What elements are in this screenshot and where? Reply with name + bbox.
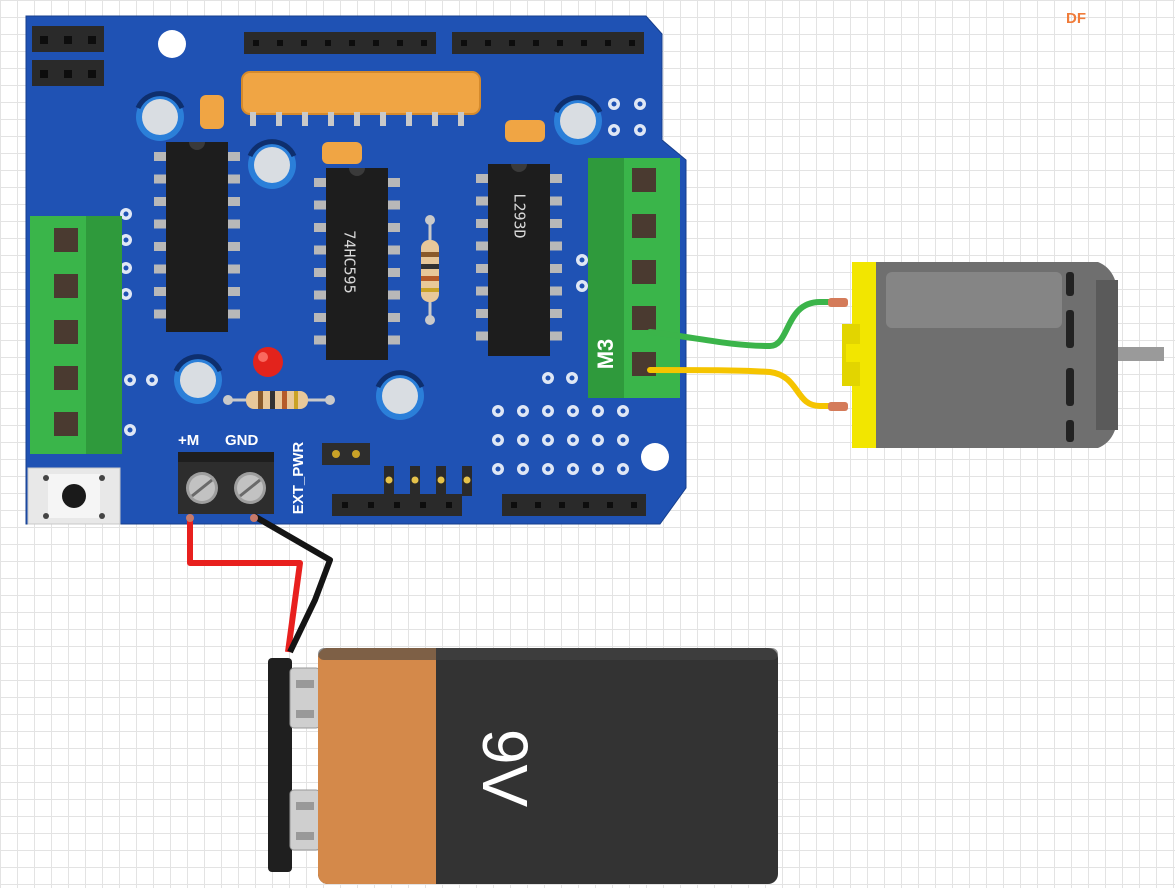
battery-label: 9V bbox=[469, 729, 541, 808]
wire-negative bbox=[252, 513, 333, 654]
header-pin bbox=[64, 36, 72, 44]
header-pin bbox=[64, 70, 72, 78]
header-pin bbox=[368, 502, 374, 508]
watermark-logo: DF bbox=[1066, 10, 1086, 27]
header-pin bbox=[629, 40, 635, 46]
header-pin bbox=[557, 40, 563, 46]
pin-header bbox=[384, 466, 472, 496]
terminal-screw bbox=[54, 366, 78, 390]
motor-port-label: M3 bbox=[593, 339, 618, 370]
header-pin bbox=[88, 36, 96, 44]
ic-chip-74hc595 bbox=[314, 168, 400, 360]
terminal-screw bbox=[54, 320, 78, 344]
capacitor bbox=[375, 370, 425, 420]
ext-pwr-jumper bbox=[322, 443, 370, 465]
reset-button bbox=[27, 467, 121, 525]
ic-chip bbox=[154, 142, 240, 332]
header-pin bbox=[277, 40, 283, 46]
header-pin bbox=[373, 40, 379, 46]
terminal-screw bbox=[632, 168, 656, 192]
ic-label-74hc595: 74HC595 bbox=[341, 230, 359, 293]
header-pin bbox=[40, 70, 48, 78]
battery-9v bbox=[268, 648, 778, 884]
terminal-block-m3 bbox=[588, 158, 680, 398]
header-pin bbox=[421, 40, 427, 46]
led-red bbox=[253, 347, 283, 377]
terminal-block-left bbox=[30, 216, 122, 454]
mounting-hole-bottom bbox=[641, 443, 669, 471]
resistor-network bbox=[241, 71, 481, 126]
motor-wires bbox=[647, 298, 848, 411]
pin-header bbox=[32, 26, 104, 52]
header-pin bbox=[385, 476, 393, 484]
capacitor bbox=[173, 354, 223, 404]
header-pin bbox=[446, 502, 452, 508]
pin-header bbox=[452, 32, 644, 54]
header-pin bbox=[511, 502, 517, 508]
mounting-hole-top bbox=[158, 30, 186, 58]
pin-header bbox=[32, 60, 104, 86]
header-pin bbox=[559, 502, 565, 508]
header-pin bbox=[342, 502, 348, 508]
smd-capacitor bbox=[200, 95, 224, 129]
wire-positive bbox=[187, 516, 303, 653]
terminal-screw bbox=[632, 260, 656, 284]
header-pin bbox=[461, 40, 467, 46]
pin-header bbox=[244, 32, 436, 54]
header-pin bbox=[485, 40, 491, 46]
power-terminal-block bbox=[178, 452, 274, 514]
header-pin bbox=[583, 502, 589, 508]
header-pin bbox=[325, 40, 331, 46]
pin-header bbox=[502, 494, 646, 516]
header-pin bbox=[535, 502, 541, 508]
header-pin bbox=[605, 40, 611, 46]
terminal-screw bbox=[632, 214, 656, 238]
ic-label-l293d: L293D bbox=[511, 193, 529, 238]
header-pin bbox=[301, 40, 307, 46]
smd-capacitor bbox=[505, 120, 545, 142]
smd-capacitor bbox=[322, 142, 362, 164]
wire-motor-b bbox=[647, 367, 839, 409]
header-pin bbox=[253, 40, 259, 46]
capacitor bbox=[553, 95, 603, 145]
capacitor bbox=[135, 91, 185, 141]
header-pin bbox=[509, 40, 515, 46]
terminal-screw bbox=[54, 274, 78, 298]
header-pin bbox=[463, 476, 471, 484]
pin-header bbox=[332, 494, 462, 516]
header-pin bbox=[88, 70, 96, 78]
capacitor bbox=[247, 139, 297, 189]
resistor bbox=[223, 391, 335, 409]
terminal-screw bbox=[54, 228, 78, 252]
header-pin bbox=[411, 476, 419, 484]
battery-wires bbox=[186, 513, 333, 654]
wire-motor-a bbox=[647, 299, 839, 350]
motor-shield-board: 74HC595 L293D bbox=[25, 15, 687, 525]
header-pin bbox=[631, 502, 637, 508]
ic-chip-l293d bbox=[476, 164, 562, 356]
header-pin bbox=[394, 502, 400, 508]
header-pin bbox=[533, 40, 539, 46]
terminal-screw bbox=[54, 412, 78, 436]
header-pin bbox=[607, 502, 613, 508]
terminal-screw bbox=[632, 306, 656, 330]
header-pin bbox=[349, 40, 355, 46]
terminal-label-plus-m: +M bbox=[178, 432, 199, 449]
header-pin bbox=[581, 40, 587, 46]
resistor bbox=[421, 215, 439, 325]
header-pin bbox=[437, 476, 445, 484]
header-pin bbox=[420, 502, 426, 508]
ext-pwr-label: EXT_PWR bbox=[290, 442, 307, 515]
terminal-label-gnd: GND bbox=[225, 432, 259, 449]
header-pin bbox=[397, 40, 403, 46]
header-pin bbox=[40, 36, 48, 44]
dc-motor bbox=[842, 262, 1164, 448]
